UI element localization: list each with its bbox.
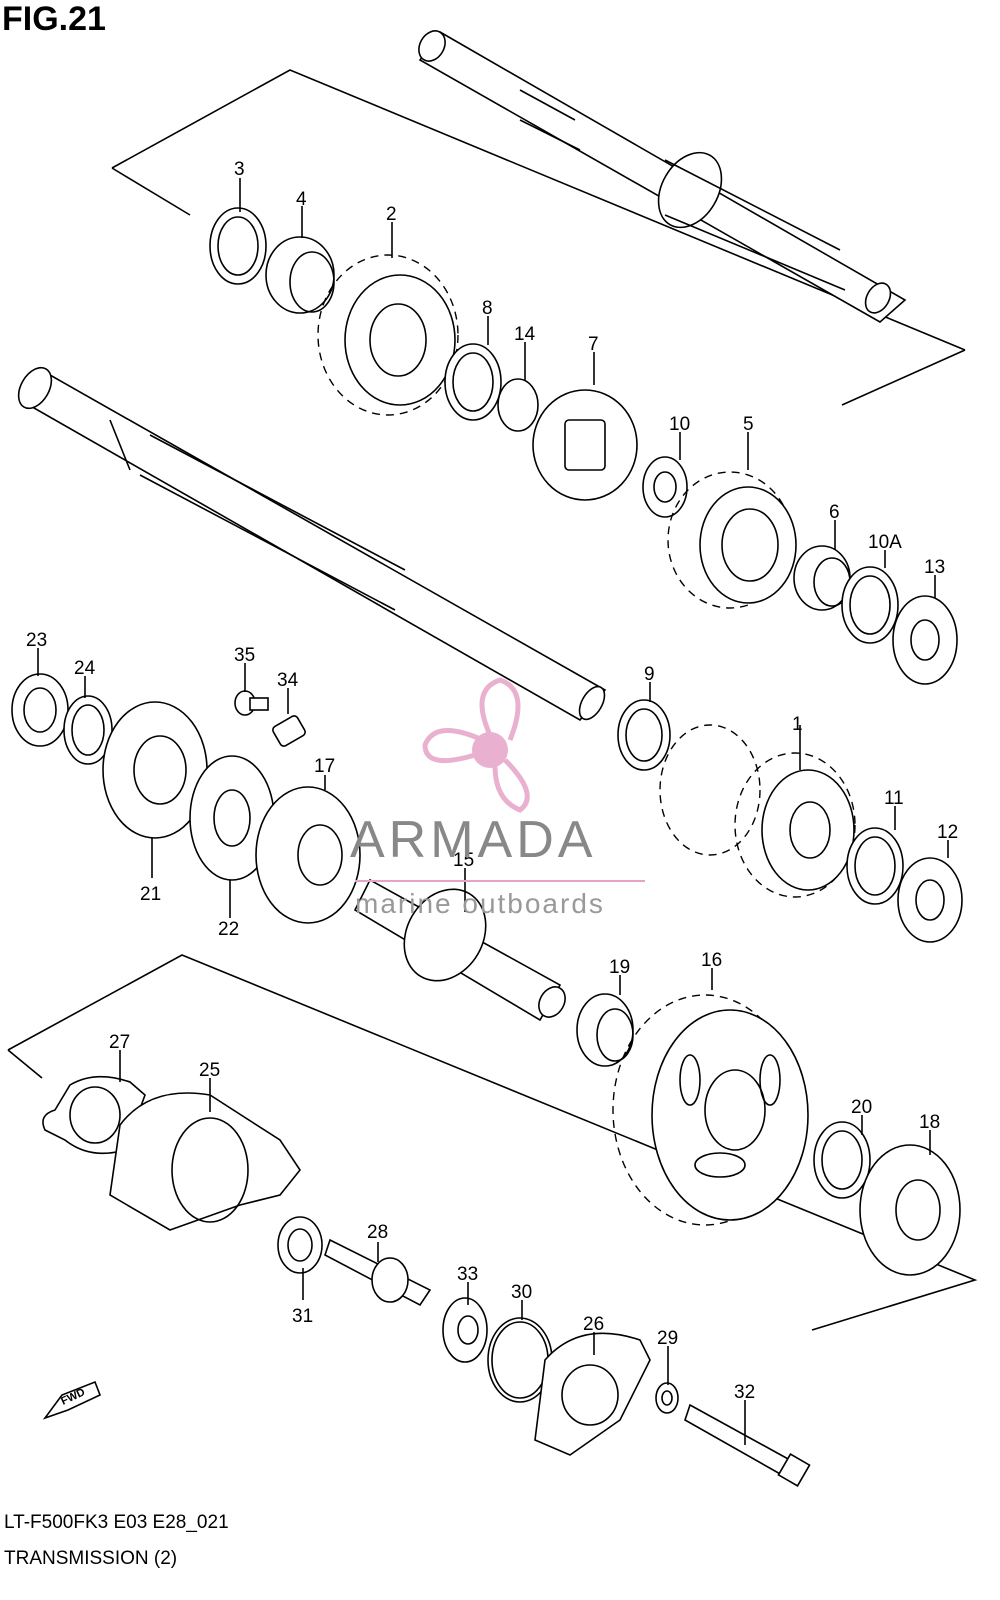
callout-23: 23 [26, 630, 47, 651]
part-13-bearing [892, 595, 958, 685]
part-4-bushing [265, 236, 335, 314]
part-15-drive-shaft [353, 878, 566, 1022]
part-28-pinion-shaft [324, 1238, 432, 1307]
part-18-bearing [859, 1144, 961, 1276]
part-5-gear [667, 471, 797, 609]
part-29-washer [655, 1382, 679, 1414]
callout-3: 3 [234, 159, 245, 180]
callout-31: 31 [292, 1306, 313, 1327]
part-10-washer [642, 456, 688, 518]
part-26-cover [534, 1332, 651, 1456]
callout-12: 12 [937, 822, 958, 843]
footer-title: TRANSMISSION (2) [4, 1548, 178, 1569]
footer-code: LT-F500FK3 E03 E28_021 [4, 1512, 229, 1533]
callout-19: 19 [609, 957, 630, 978]
callout-9: 9 [644, 664, 655, 685]
callout-5: 5 [743, 414, 754, 435]
fwd-arrow-icon [42, 1380, 102, 1420]
callout-21: 21 [140, 884, 161, 905]
watermark-divider [355, 880, 645, 882]
part-8-washer [444, 343, 502, 421]
callout-27: 27 [109, 1032, 130, 1053]
part-31-seal [277, 1216, 323, 1274]
callout-32: 32 [734, 1382, 755, 1403]
callout-11: 11 [884, 788, 904, 809]
part-3-washer [209, 207, 267, 285]
upper-frame [111, 69, 966, 406]
callout-22: 22 [218, 919, 239, 940]
callout-20: 20 [851, 1097, 872, 1118]
part-33-bearing [442, 1297, 488, 1363]
counter-shaft [17, 366, 607, 722]
watermark-brand: ARMADA [350, 811, 597, 869]
part-20-washer [813, 1121, 871, 1199]
main-shaft-upper [418, 30, 907, 323]
callout-1: 1 [792, 714, 803, 735]
watermark-subtitle: marine outboards [355, 888, 605, 919]
part-25-housing [109, 1092, 301, 1231]
callout-4: 4 [296, 189, 307, 210]
part-34-plate [272, 715, 306, 747]
callout-24: 24 [74, 658, 96, 679]
callout-14: 14 [514, 324, 536, 345]
part-17-bearing [255, 786, 361, 924]
callout-15: 15 [453, 850, 474, 871]
callout-35: 35 [234, 645, 255, 666]
callout-2: 2 [386, 204, 397, 225]
callout-8: 8 [482, 298, 493, 319]
callout-33: 33 [457, 1264, 478, 1285]
callout-13: 13 [924, 557, 945, 578]
part-32-bolt [684, 1403, 811, 1487]
part-7-shift-dog [532, 389, 638, 501]
callout-leaders [37, 178, 949, 1445]
callout-10A: 10A [868, 532, 902, 553]
part-11-washer [846, 827, 904, 905]
part-19-bushing [576, 993, 634, 1067]
part-9-washer [617, 699, 671, 771]
callout-25: 25 [199, 1060, 220, 1081]
callout-29: 29 [657, 1328, 678, 1349]
lower-frame [7, 954, 978, 1331]
part-16-final-gear [612, 994, 809, 1226]
figure-title: FIG.21 [2, 0, 106, 38]
callout-18: 18 [919, 1112, 940, 1133]
part-1-gear [659, 724, 856, 898]
part-10A-washer [841, 566, 899, 644]
part-12-bearing [897, 857, 963, 943]
callout-10: 10 [669, 414, 690, 435]
callout-26: 26 [583, 1314, 604, 1335]
callout-17: 17 [314, 756, 335, 777]
part-35-bolt [234, 690, 269, 716]
callout-7: 7 [588, 334, 599, 355]
callout-labels: 1 2 3 4 5 6 7 8 9 10 10A 11 12 13 14 15 … [26, 159, 958, 1403]
callout-16: 16 [701, 950, 722, 971]
callout-34: 34 [277, 670, 299, 691]
part-14-circlip [497, 378, 539, 432]
callout-6: 6 [829, 502, 840, 523]
callout-30: 30 [511, 1282, 532, 1303]
callout-28: 28 [367, 1222, 388, 1243]
part-23-seal [11, 673, 69, 747]
part-2-gear [317, 254, 459, 416]
watermark-propeller-icon [422, 677, 530, 813]
